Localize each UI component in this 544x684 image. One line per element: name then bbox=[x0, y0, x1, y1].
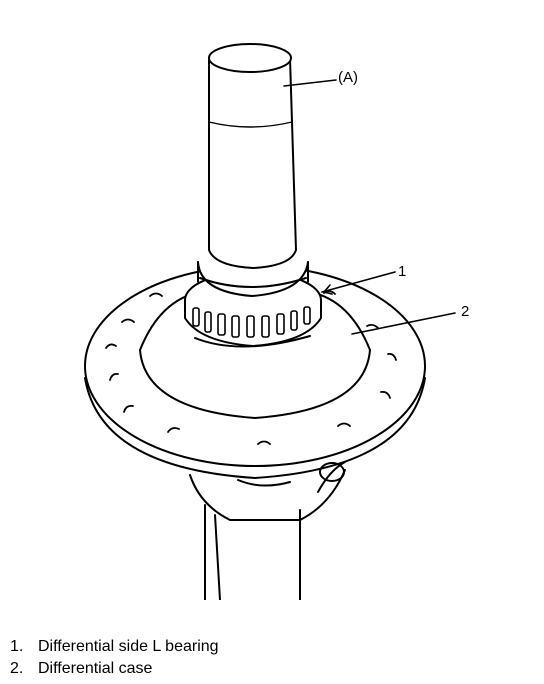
legend-item: 2. Differential case bbox=[10, 658, 219, 680]
diagram-figure: (A) 1 2 bbox=[84, 43, 469, 600]
callout-leaders bbox=[283, 79, 456, 335]
legend-number: 1. bbox=[10, 638, 24, 655]
legend-number: 2. bbox=[10, 660, 24, 677]
legend-text: Differential side L bearing bbox=[38, 638, 219, 655]
legend: 1. Differential side L bearing 2. Differen… bbox=[10, 636, 219, 680]
flange-bolt-holes bbox=[105, 290, 397, 445]
legend-item: 1. Differential side L bearing bbox=[10, 636, 219, 658]
callout-1: 1 bbox=[398, 263, 406, 280]
legend-text: Differential case bbox=[38, 660, 153, 677]
differential-side-l-bearing bbox=[184, 261, 322, 348]
special-tool-a bbox=[208, 43, 297, 269]
callout-2: 2 bbox=[461, 303, 469, 320]
lower-housing bbox=[189, 461, 346, 600]
differential-case-flange bbox=[84, 265, 426, 479]
callout-tool-a: (A) bbox=[338, 69, 358, 86]
